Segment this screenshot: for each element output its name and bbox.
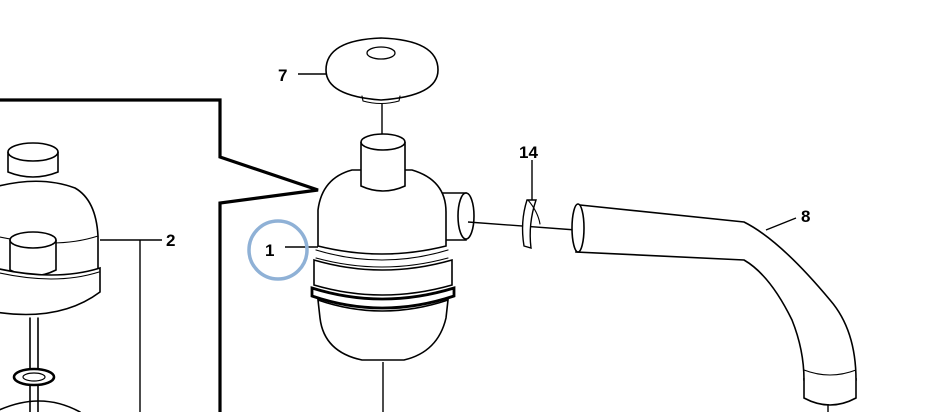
callout-label-1: 1 — [265, 241, 274, 260]
callout-label-14: 14 — [519, 143, 538, 162]
part-2-leaders — [100, 239, 162, 412]
callout-label-7: 7 — [278, 66, 287, 85]
detail-frame — [0, 98, 319, 412]
highlight-circle — [247, 219, 309, 281]
part-1-filter-housing — [285, 133, 475, 412]
part-8-hose — [571, 203, 857, 412]
callout-label-8: 8 — [801, 207, 810, 226]
part-14-clamp — [467, 160, 577, 249]
callout-label-2: 2 — [166, 231, 175, 250]
part-7-cap — [298, 37, 439, 134]
detail-assembly — [0, 142, 101, 412]
